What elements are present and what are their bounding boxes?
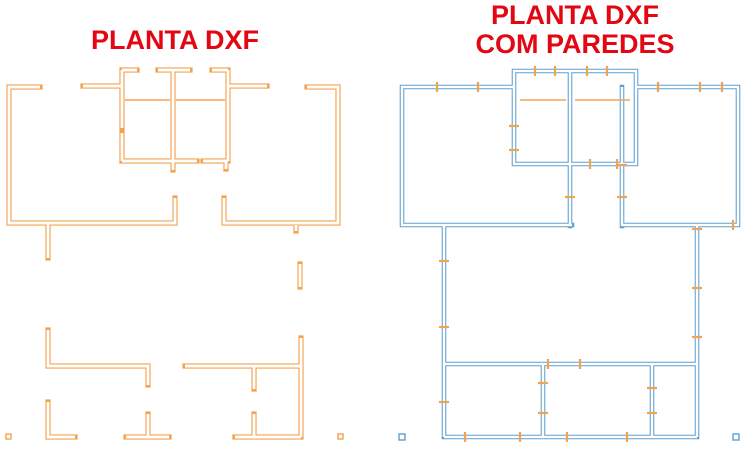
right-plan-title: PLANTA DXF COM PAREDES (415, 1, 735, 59)
right-plan-drawing (398, 66, 740, 442)
right-plan-corner-marker-right (732, 433, 740, 441)
right-plan-corner-marker-left (398, 433, 406, 441)
left-plan-wall-hollow-stroke (7, 68, 340, 439)
right-plan-door-ticks (435, 66, 735, 442)
left-plan-title: PLANTA DXF (35, 26, 315, 55)
left-plan-title-text: PLANTA DXF (91, 25, 259, 55)
right-plan-wall-hollow-stroke (400, 69, 740, 439)
right-plan-title-line1: PLANTA DXF (491, 0, 659, 30)
right-plan-title-line2: COM PAREDES (475, 29, 675, 59)
left-plan-corner-marker-left (5, 433, 12, 440)
left-plan-corner-marker-right (337, 433, 344, 440)
left-plan-drawing (5, 68, 344, 440)
